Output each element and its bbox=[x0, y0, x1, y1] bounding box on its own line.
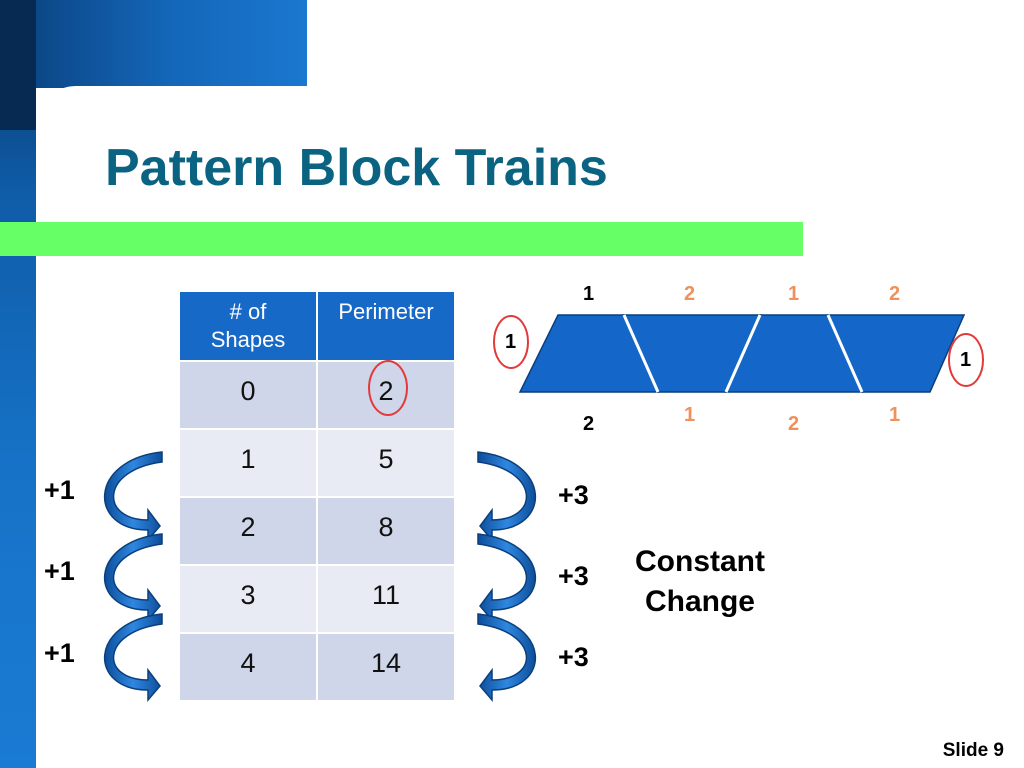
perimeter-table: # of Shapes Perimeter 0 2 1 5 2 8 3 11 4 bbox=[178, 290, 456, 702]
table-cell-perimeter: 14 bbox=[316, 632, 456, 702]
right-curved-arrow-1 bbox=[477, 451, 537, 543]
right-side-label: 1 bbox=[960, 349, 972, 371]
top-edge-label: 1 bbox=[788, 283, 800, 305]
left-step-label: +1 bbox=[44, 475, 75, 505]
right-step-label: +3 bbox=[558, 561, 589, 591]
page-title: Pattern Block Trains bbox=[105, 139, 608, 197]
table-row: 4 14 bbox=[178, 632, 456, 702]
pattern-block-train bbox=[518, 314, 966, 393]
table-cell-shapes: 0 bbox=[178, 360, 318, 430]
top-decor-band bbox=[0, 0, 307, 88]
bottom-edge-label: 1 bbox=[684, 404, 696, 426]
table-cell-shapes: 2 bbox=[178, 496, 318, 566]
left-curved-arrow-1 bbox=[103, 451, 163, 543]
right-step-label: +3 bbox=[558, 642, 589, 672]
table-row: 1 5 bbox=[178, 428, 456, 498]
top-edge-label: 2 bbox=[889, 283, 901, 305]
top-edge-label: 2 bbox=[684, 283, 696, 305]
bottom-edge-label: 2 bbox=[788, 413, 800, 435]
table-cell-perimeter: 5 bbox=[316, 428, 456, 498]
constant-change-note: Constant Change bbox=[610, 542, 790, 622]
constant-change-line2: Change bbox=[644, 585, 755, 618]
left-curved-arrow-3 bbox=[103, 613, 163, 703]
bottom-edge-label: 2 bbox=[583, 413, 595, 435]
left-side-circle bbox=[493, 315, 529, 369]
table-row: 3 11 bbox=[178, 564, 456, 634]
right-side-circle bbox=[948, 333, 984, 387]
left-step-label: +1 bbox=[44, 638, 75, 668]
slide-number: Slide 9 bbox=[942, 740, 1004, 761]
right-curved-arrow-3 bbox=[477, 613, 537, 703]
table-cell-shapes: 1 bbox=[178, 428, 318, 498]
table-header-row: # of Shapes Perimeter bbox=[178, 290, 456, 362]
constant-change-line1: Constant bbox=[635, 545, 765, 578]
left-curved-arrow-2 bbox=[103, 533, 163, 623]
table-cell-perimeter: 8 bbox=[316, 496, 456, 566]
table-cell-perimeter: 11 bbox=[316, 564, 456, 634]
bottom-edge-label: 1 bbox=[889, 404, 901, 426]
right-step-label: +3 bbox=[558, 480, 589, 510]
corner-decor bbox=[0, 0, 36, 130]
title-accent-bar bbox=[0, 222, 803, 256]
top-edge-label: 1 bbox=[583, 283, 595, 305]
right-curved-arrow-2 bbox=[477, 533, 537, 623]
highlight-circle bbox=[368, 360, 408, 416]
left-step-label: +1 bbox=[44, 556, 75, 586]
column-header-shapes: # of Shapes bbox=[178, 290, 318, 362]
column-header-perimeter: Perimeter bbox=[316, 290, 456, 362]
table-row: 2 8 bbox=[178, 496, 456, 566]
table-cell-shapes: 4 bbox=[178, 632, 318, 702]
table-cell-shapes: 3 bbox=[178, 564, 318, 634]
left-side-label: 1 bbox=[505, 331, 517, 353]
